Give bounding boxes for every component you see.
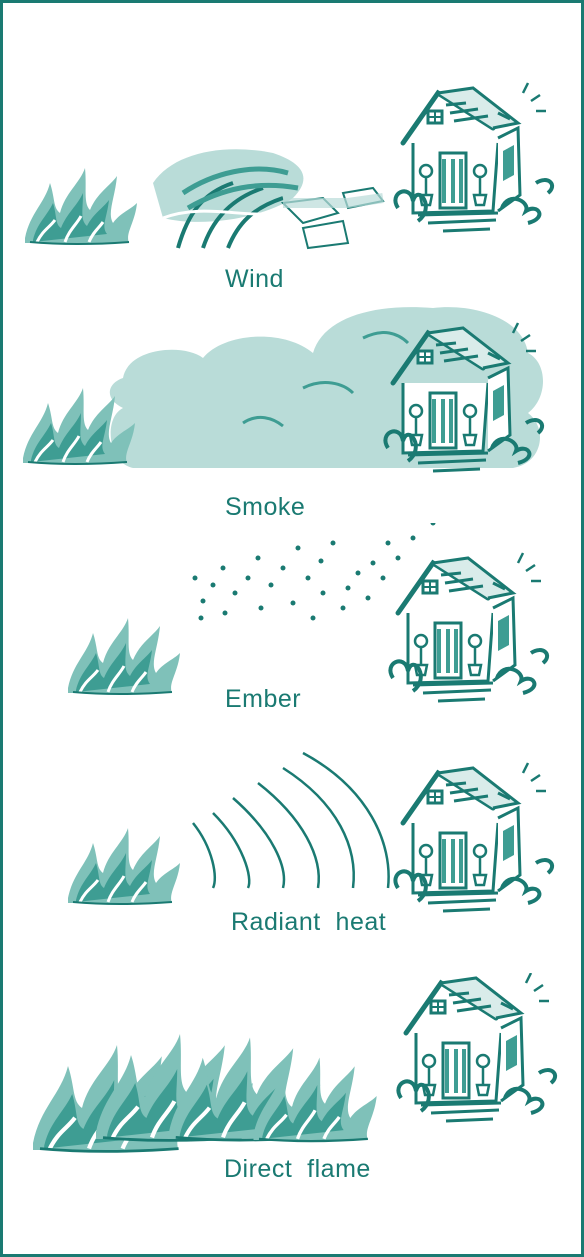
house-icon [398,973,555,1121]
house-icon [395,83,552,231]
caption-direct-flame: Direct flame [224,1155,371,1184]
heat-waves-icon [193,753,389,888]
caption-wind: Wind [225,265,284,294]
panel-ember: Ember [3,523,584,763]
fire-icon [25,168,137,244]
caption-radiant-heat: Radiant heat [231,908,386,937]
wide-fire-icon [33,1034,377,1151]
house-icon [390,553,547,701]
fire-icon [68,618,180,694]
panel-radiant-heat: Radiant heat [3,748,584,983]
panel-direct-flame: Direct flame [3,973,584,1233]
wind-bent-tree-icon [153,149,303,248]
ember-dots-icon [193,523,436,621]
house-icon [395,763,552,911]
caption-ember: Ember [225,685,301,714]
caption-smoke: Smoke [225,493,305,522]
panel-wind: Wind [3,3,584,303]
flying-debris-icon [283,188,383,248]
fire-icon [68,828,180,904]
panel-smoke: Smoke [3,298,584,528]
